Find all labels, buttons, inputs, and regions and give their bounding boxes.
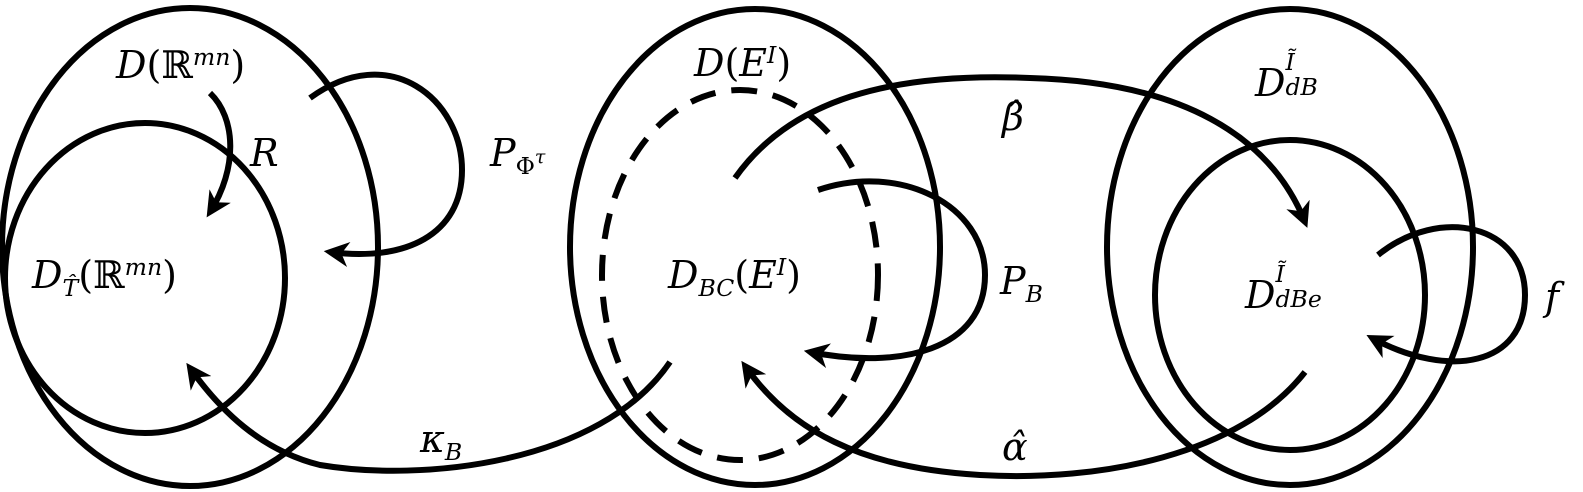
label-sup: Ĩ bbox=[1285, 48, 1295, 76]
label-kappa-B: κB bbox=[420, 417, 462, 464]
label-part: ) bbox=[162, 253, 177, 297]
label-mid-outer-set: D(EI) bbox=[694, 41, 792, 85]
label-part: E bbox=[739, 41, 768, 85]
label-part: D bbox=[116, 43, 147, 87]
label-sup: mn bbox=[192, 43, 231, 72]
label-part: P bbox=[1000, 259, 1026, 303]
mid-inner-set-dashed-ellipse bbox=[599, 87, 881, 463]
label-part: κ bbox=[420, 417, 445, 461]
label-R: R bbox=[250, 134, 279, 172]
label-part: E bbox=[749, 253, 777, 297]
label-part: β̂ bbox=[1002, 95, 1024, 139]
label-sup: mn bbox=[124, 253, 163, 282]
label-part: ( bbox=[78, 253, 94, 297]
label-part: α̂ bbox=[1002, 425, 1028, 469]
label-part: f bbox=[1545, 275, 1560, 319]
label-part: ( bbox=[724, 41, 740, 85]
label-P-phi-tau: PΦτ bbox=[490, 131, 545, 178]
label-part: P bbox=[490, 131, 516, 175]
label-sup: I bbox=[767, 41, 777, 70]
label-sub: BC bbox=[698, 274, 735, 303]
label-part: D bbox=[1245, 273, 1276, 317]
label-part: D bbox=[1255, 61, 1286, 105]
label-left-inner-set: DT̂(ℝmn) bbox=[32, 253, 177, 300]
label-left-outer-set: D(ℝmn) bbox=[116, 43, 246, 87]
label-sup: I bbox=[776, 253, 787, 282]
label-sub: Φτ bbox=[515, 148, 546, 181]
label-P-B: PB bbox=[1000, 259, 1043, 306]
arrow-P-B bbox=[803, 178, 989, 369]
label-part: D bbox=[668, 253, 699, 297]
right-outer-set-ellipse bbox=[1104, 6, 1476, 488]
right-inner-set-ellipse bbox=[1152, 137, 1428, 453]
label-sub: dB bbox=[1285, 72, 1318, 101]
label-sub: B bbox=[444, 438, 463, 467]
label-part: D bbox=[694, 41, 725, 85]
label-mid-inner-set: DBC(EI) bbox=[668, 253, 801, 300]
mid-outer-set-ellipse bbox=[567, 6, 943, 488]
left-inner-set-ellipse bbox=[2, 120, 288, 436]
label-part: ) bbox=[776, 41, 792, 85]
label-beta-hat: β̂ bbox=[1002, 98, 1024, 136]
arrow-R bbox=[206, 90, 234, 218]
label-sub: B bbox=[1025, 280, 1043, 309]
label-part: D bbox=[32, 253, 63, 297]
arrow-f bbox=[1366, 224, 1529, 365]
label-sup: τ bbox=[534, 146, 546, 168]
arrow-beta-hat bbox=[732, 74, 1310, 228]
label-sub: T̂ bbox=[62, 274, 79, 303]
arrow-kappa-B bbox=[186, 360, 673, 474]
arrow-alpha-hat bbox=[741, 360, 1308, 480]
left-outer-set-ellipse bbox=[0, 5, 381, 489]
label-part: ℝ bbox=[93, 253, 125, 297]
label-f: f bbox=[1545, 278, 1559, 316]
label-part: Φ bbox=[515, 152, 535, 181]
label-part: R bbox=[250, 131, 279, 175]
arrow-P-phi-tau bbox=[308, 71, 466, 267]
label-part: ) bbox=[230, 43, 246, 87]
label-sub: dBe bbox=[1275, 284, 1322, 313]
label-sup: Ĩ bbox=[1275, 260, 1285, 288]
label-part: ℝ bbox=[161, 43, 193, 87]
label-part: ) bbox=[786, 253, 801, 297]
label-alpha-hat: α̂ bbox=[1002, 428, 1028, 466]
label-part: ( bbox=[734, 253, 750, 297]
label-part: ( bbox=[146, 43, 162, 87]
